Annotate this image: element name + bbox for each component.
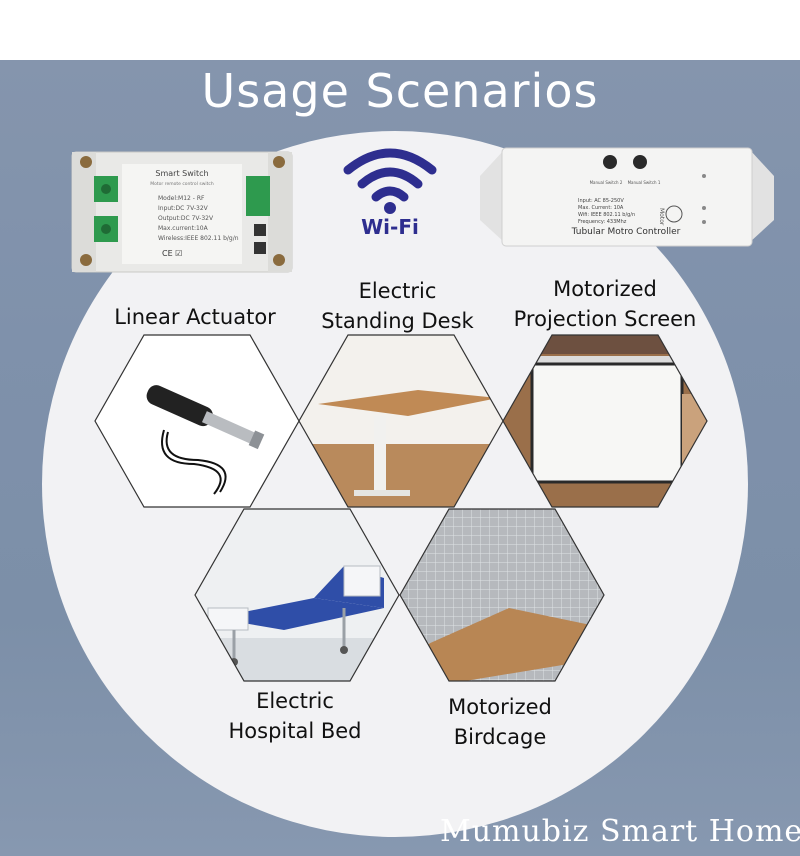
wifi-label: Wi-Fi — [361, 215, 419, 239]
wifi-icon: Wi-Fi — [343, 148, 437, 239]
controller-frequency: Frequency: 433Mhz — [578, 219, 627, 225]
label-birdcage-line1: Motorized — [448, 695, 552, 719]
label-standing-desk: Electric Standing Desk — [305, 276, 490, 336]
hex-standing-desk — [298, 334, 504, 508]
label-linear-actuator-text: Linear Actuator — [114, 305, 276, 329]
svg-text:CE ☑: CE ☑ — [162, 249, 182, 258]
label-birdcage-line2: Birdcage — [453, 725, 547, 749]
tubular-motor-controller-device: Manual Switch 2 Manual Switch 1 Input: A… — [480, 147, 774, 247]
label-projection-line2: Projection Screen — [513, 307, 697, 331]
page-title: Usage Scenarios — [201, 64, 599, 118]
hex-hospital-bed — [194, 508, 400, 682]
controller-wifi: Wifi: IEEE 802.11 b/g/n — [578, 212, 635, 218]
hex-birdcage — [399, 508, 605, 682]
smart-switch-subtitle: Motor remote control switch — [150, 181, 214, 187]
smart-switch-max-current: Max.current:10A — [158, 225, 209, 232]
controller-input: Input: AC 85-250V — [578, 198, 624, 204]
label-hospital-line2: Hospital Bed — [228, 719, 362, 743]
label-hospital-line1: Electric — [256, 689, 334, 713]
smart-switch-model: Model:M12 - RF — [158, 195, 205, 202]
label-standing-desk-line2: Standing Desk — [321, 309, 474, 333]
controller-max-current: Max. Current: 10A — [578, 205, 624, 211]
manual-switch-1-label: Manual Switch 1 — [628, 180, 661, 185]
manual-switch-2-label: Manual Switch 2 — [590, 180, 623, 185]
smart-switch-name: Smart Switch — [155, 169, 208, 178]
smart-switch-input: Input:DC 7V-32V — [158, 205, 209, 212]
smart-switch-device: Smart Switch Motor remote control switch… — [71, 151, 293, 273]
smart-switch-wireless: Wireless:IEEE 802.11 b/g/n — [158, 235, 239, 242]
controller-motor-label: Motor — [658, 208, 665, 226]
hex-projection-screen — [502, 334, 708, 508]
label-birdcage: Motorized Birdcage — [430, 692, 570, 752]
controller-name: Tubular Motro Controller — [571, 227, 681, 237]
smart-switch-output: Output:DC 7V-32V — [158, 215, 214, 222]
label-hospital-bed: Electric Hospital Bed — [215, 686, 375, 746]
watermark: Mumubiz Smart Home — [440, 814, 800, 849]
label-projection-line1: Motorized — [553, 277, 657, 301]
label-linear-actuator: Linear Actuator — [100, 302, 290, 332]
label-projection-screen: Motorized Projection Screen — [505, 274, 705, 334]
hex-linear-actuator — [94, 334, 300, 508]
label-standing-desk-line1: Electric — [358, 279, 437, 303]
